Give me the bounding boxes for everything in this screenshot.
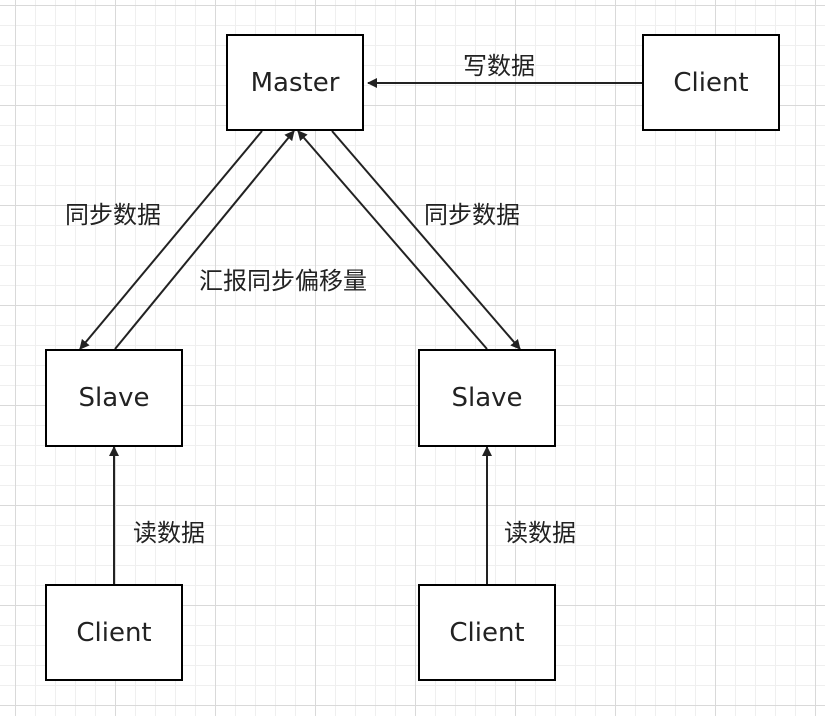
sync-data-right-label: 同步数据: [424, 201, 520, 229]
read-data-left-label: 读数据: [133, 519, 205, 547]
write-data-label: 写数据: [463, 52, 535, 80]
client-write-node[interactable]: Client: [642, 34, 780, 131]
edge-sync-left: [79, 130, 263, 350]
client-read-left-label: Client: [76, 617, 152, 648]
report-offset-label: 汇报同步偏移量: [199, 267, 367, 295]
slave-right-node[interactable]: Slave: [418, 349, 556, 447]
edge-report-left: [114, 130, 295, 350]
master-label: Master: [250, 67, 340, 98]
edge-report-right: [297, 130, 488, 350]
master-node[interactable]: Master: [226, 34, 364, 131]
client-read-left-node[interactable]: Client: [45, 584, 183, 681]
client-write-label: Client: [673, 67, 749, 98]
read-data-right-label: 读数据: [504, 519, 576, 547]
edge-sync-right: [331, 130, 521, 350]
client-read-right-label: Client: [449, 617, 525, 648]
slave-right-label: Slave: [451, 383, 523, 413]
sync-data-left-label: 同步数据: [65, 201, 161, 229]
slave-left-node[interactable]: Slave: [45, 349, 183, 447]
slave-left-label: Slave: [78, 383, 150, 413]
client-read-right-node[interactable]: Client: [418, 584, 556, 681]
